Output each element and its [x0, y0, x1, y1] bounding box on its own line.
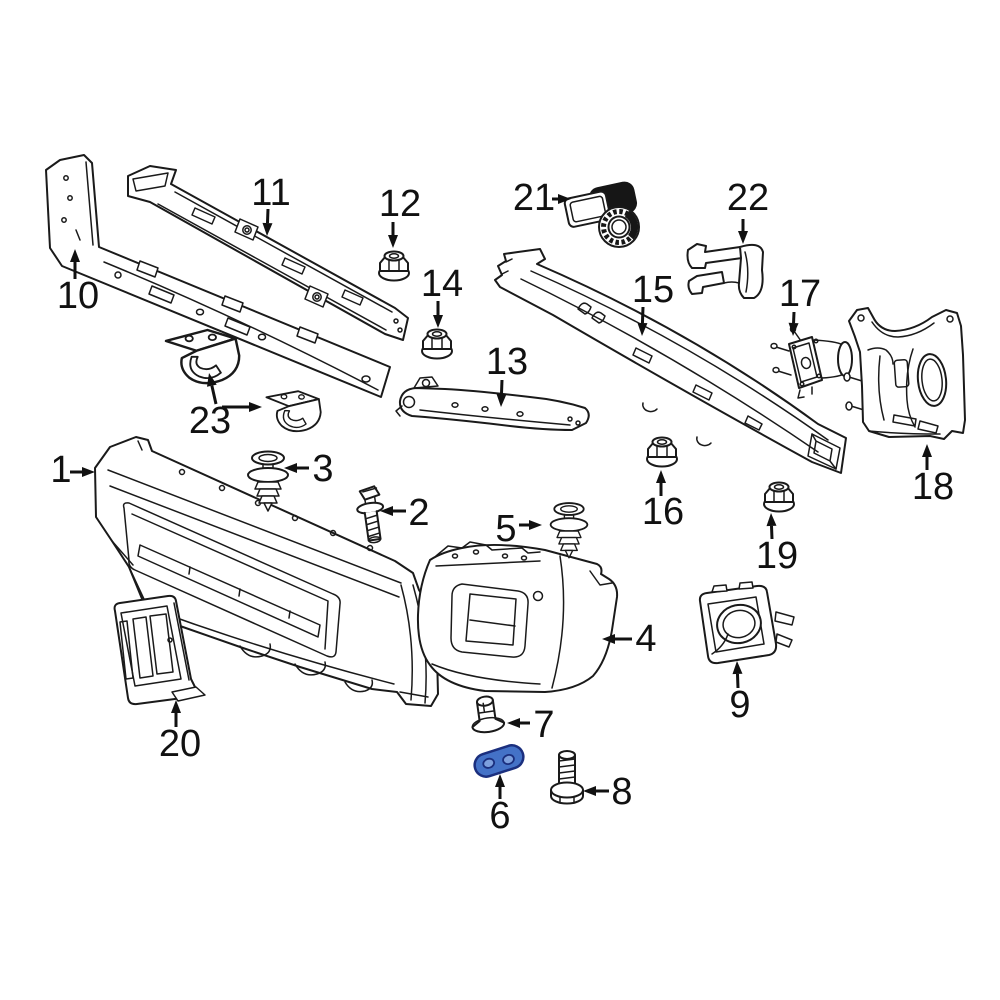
callout-label-8[interactable]: 8: [611, 771, 632, 813]
callout-arrowhead-14: [433, 315, 443, 328]
callout-label-23[interactable]: 23: [189, 400, 231, 442]
part-7-grommet-clip[interactable]: [468, 694, 506, 734]
callout-label-5[interactable]: 5: [495, 508, 516, 550]
part-21-park-assist-sensor[interactable]: [563, 181, 640, 248]
callout-label-7[interactable]: 7: [533, 704, 554, 746]
part-18-side-support-bracket[interactable]: [843, 307, 966, 440]
callout-label-21[interactable]: 21: [513, 177, 555, 219]
callout-arrowhead-4: [602, 634, 615, 644]
callout-arrowhead-19: [766, 513, 777, 527]
callout-arrow-13: [499, 379, 504, 395]
callout-arrowhead-18: [922, 444, 932, 457]
callout-label-12[interactable]: 12: [379, 183, 421, 225]
callout-arrowhead-22: [738, 231, 748, 244]
part-15-impact-bar[interactable]: [494, 248, 847, 474]
part-6-retainer-plate-highlighted[interactable]: [472, 742, 527, 779]
callout-label-3[interactable]: 3: [312, 448, 333, 490]
part-8-stud-bolt[interactable]: [550, 750, 584, 805]
callout-arrowhead-23: [206, 373, 217, 387]
callout-label-2[interactable]: 2: [408, 492, 429, 534]
callout-label-1[interactable]: 1: [50, 449, 71, 491]
callout-arrowhead-3: [284, 463, 297, 473]
part-2-bolt[interactable]: [354, 485, 388, 544]
callout-arrowhead-9: [732, 661, 743, 675]
part-1-bumper-face-bar[interactable]: [94, 436, 439, 707]
part-9-fog-lamp-bezel[interactable]: [698, 581, 795, 665]
callout-label-11[interactable]: 11: [251, 172, 290, 214]
callout-arrowhead-10: [70, 249, 80, 262]
callout-arrowhead-8: [583, 786, 596, 796]
part-10-reinforcement-bar[interactable]: [45, 154, 391, 398]
callout-arrowhead-15: [637, 322, 648, 336]
callout-arrowhead-21: [558, 194, 571, 204]
callout-arrowhead-20: [171, 700, 181, 713]
callout-arrowhead-5: [529, 520, 542, 530]
callout-arrow-9: [735, 673, 740, 689]
callout-arrowhead-6: [495, 774, 505, 787]
callout-label-9[interactable]: 9: [729, 684, 750, 726]
callout-label-22[interactable]: 22: [727, 177, 769, 219]
callout-arrow-11: [265, 208, 270, 224]
callout-arrowhead-11: [262, 222, 273, 236]
callout-arrowhead-13: [496, 393, 507, 407]
callout-label-6[interactable]: 6: [489, 795, 510, 837]
callout-label-20[interactable]: 20: [159, 723, 201, 765]
callout-label-16[interactable]: 16: [642, 491, 684, 533]
part-13-support-bracket[interactable]: [395, 376, 590, 431]
callout-arrowhead-1: [82, 467, 95, 477]
callout-arrowhead-17: [788, 322, 799, 336]
callout-label-14[interactable]: 14: [421, 263, 463, 305]
callout-arrowhead-12: [388, 235, 398, 248]
callout-label-17[interactable]: 17: [779, 273, 821, 315]
callout-arrow-23: [210, 385, 218, 405]
callout-arrowhead-16: [656, 470, 666, 483]
callout-arrow-19: [770, 525, 774, 540]
part-11-tie-bar[interactable]: [127, 165, 409, 341]
callout-arrow-15: [640, 306, 645, 324]
callout-label-18[interactable]: 18: [912, 466, 954, 508]
part-22-sensor-retainer[interactable]: [686, 243, 764, 299]
part-4-bumper-end-cap[interactable]: [416, 541, 619, 693]
callout-label-15[interactable]: 15: [632, 269, 674, 311]
callout-label-13[interactable]: 13: [486, 341, 528, 383]
part-20-license-plate-bracket[interactable]: [113, 594, 206, 706]
callout-arrowhead-7: [507, 718, 520, 728]
callout-arrowhead-23: [249, 402, 262, 412]
callout-label-19[interactable]: 19: [756, 535, 798, 577]
callout-label-4[interactable]: 4: [635, 618, 656, 660]
callout-arrowhead-2: [380, 506, 393, 516]
callout-label-10[interactable]: 10: [57, 275, 99, 317]
